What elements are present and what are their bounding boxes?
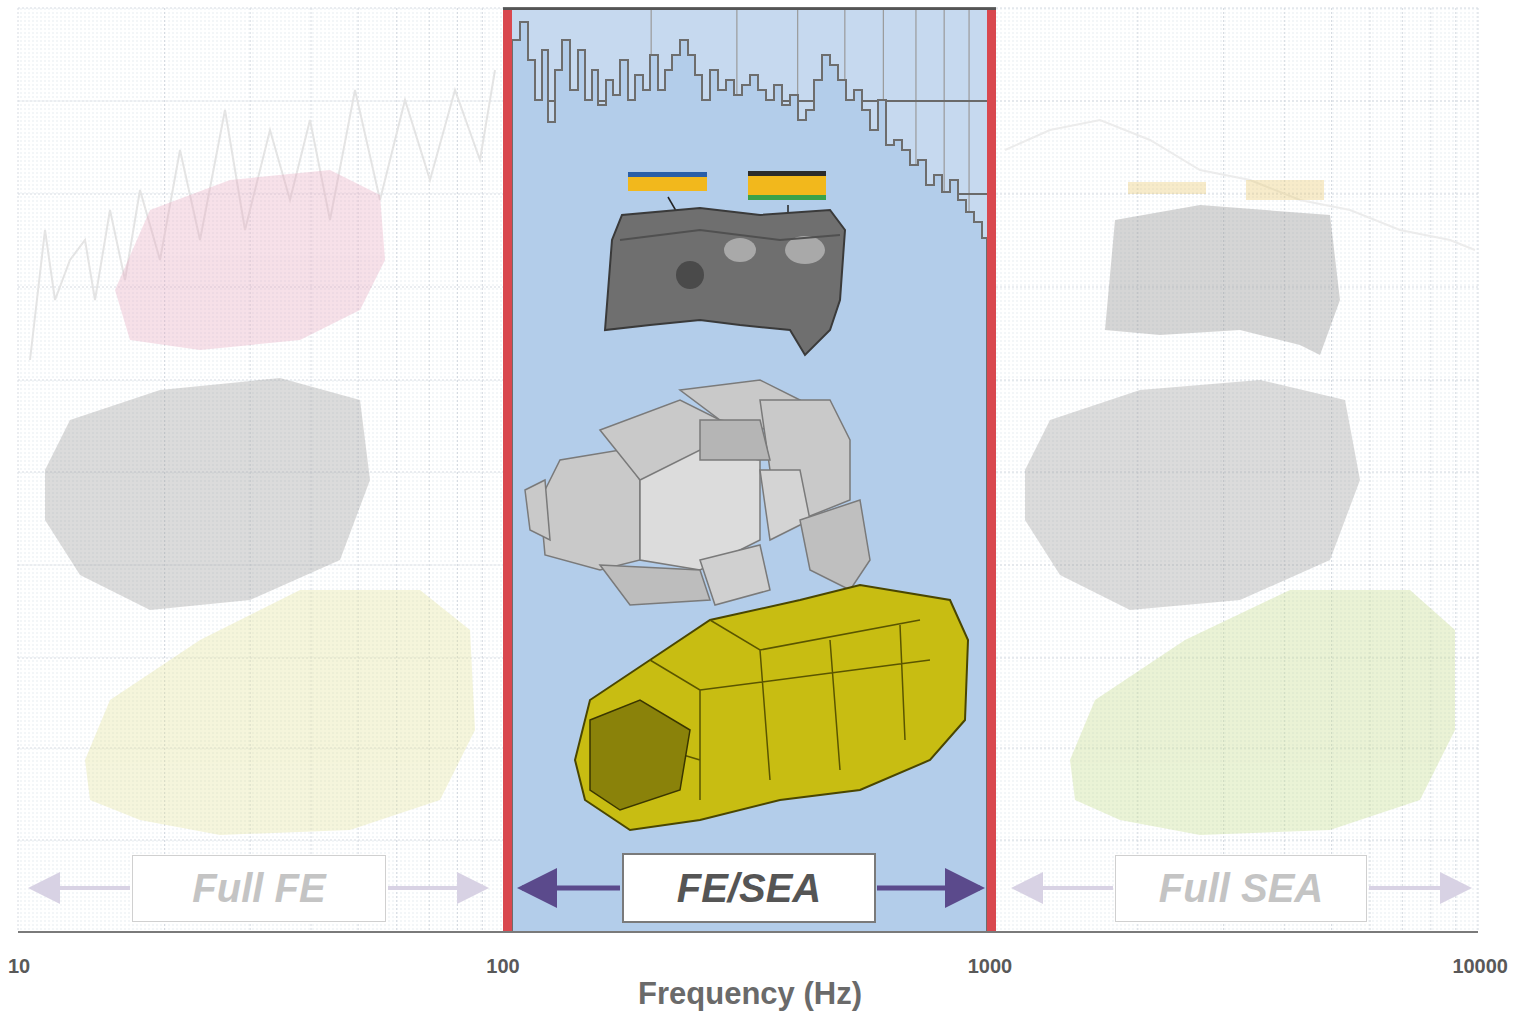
grid-line bbox=[996, 101, 1478, 102]
grid-line bbox=[18, 8, 19, 932]
range-arrow bbox=[522, 886, 620, 891]
car-body-fe-model bbox=[575, 585, 968, 830]
x-axis bbox=[18, 931, 1478, 933]
grid-line bbox=[1430, 8, 1431, 932]
range-label: Full SEA bbox=[1159, 866, 1323, 911]
grid-line bbox=[18, 8, 503, 9]
dash-panel bbox=[605, 208, 845, 355]
faded-sea-models bbox=[1025, 180, 1455, 835]
faded-range-arrow bbox=[1369, 886, 1468, 890]
grid-line bbox=[996, 194, 1478, 195]
faded-range-arrow bbox=[1015, 886, 1113, 890]
tick-label: 100 bbox=[486, 955, 519, 978]
grid-line bbox=[457, 8, 458, 932]
grid-line bbox=[996, 8, 1478, 9]
range-arrow bbox=[877, 886, 980, 891]
spectrum bbox=[512, 22, 987, 932]
faded-range-box: Full FE bbox=[132, 855, 386, 922]
grid-line bbox=[18, 101, 503, 102]
grid-line bbox=[996, 840, 1478, 841]
band-top bbox=[503, 8, 996, 10]
boundary-line bbox=[503, 8, 512, 932]
faded-range-arrow bbox=[32, 886, 130, 890]
range-label: Full FE bbox=[192, 866, 325, 911]
faded-fe-models bbox=[45, 170, 475, 835]
grid bbox=[18, 8, 1478, 932]
grid-line bbox=[18, 840, 503, 841]
tick-label: 10 bbox=[8, 955, 30, 978]
boundary-line bbox=[987, 8, 996, 932]
sea-subsystems bbox=[525, 380, 870, 605]
grid-line bbox=[1478, 8, 1479, 932]
tick-label: 10000 bbox=[1452, 955, 1508, 978]
grid-line bbox=[503, 7, 996, 9]
fe-sea-band bbox=[503, 8, 995, 932]
faded-spectrum bbox=[30, 70, 495, 360]
tick-label: 1000 bbox=[968, 955, 1013, 978]
grid-line bbox=[996, 380, 1478, 381]
faded-range-arrow bbox=[388, 886, 485, 890]
grid-line bbox=[1455, 8, 1456, 932]
faded-range-box: Full SEA bbox=[1115, 855, 1367, 922]
plot-area bbox=[18, 8, 1478, 932]
axis-title: Frequency (Hz) bbox=[638, 976, 862, 1012]
range-box: FE/SEA bbox=[622, 853, 876, 923]
range-label: FE/SEA bbox=[677, 866, 821, 911]
